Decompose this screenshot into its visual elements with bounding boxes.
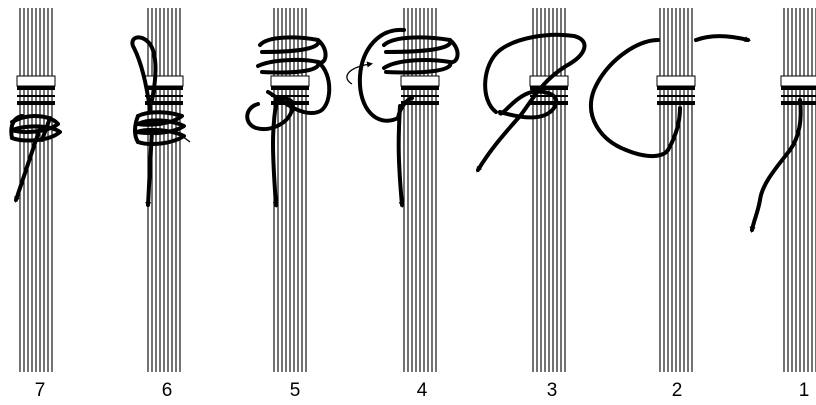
step-label-6: 6	[161, 380, 173, 401]
rope-collar	[16, 75, 56, 87]
cord-step-2	[588, 34, 751, 158]
cord-step-7	[9, 114, 62, 203]
rope-bundle-step-2	[656, 8, 696, 372]
step-label-5: 5	[289, 380, 301, 401]
rope-bundle-step-7	[16, 8, 56, 372]
cord-step-4	[346, 27, 460, 208]
rope-bundle-step-1	[780, 8, 816, 372]
step-label-2: 2	[671, 380, 683, 401]
rope-collar	[780, 75, 816, 87]
rope-collar	[270, 75, 310, 87]
step-label-7: 7	[34, 380, 46, 401]
step-label-3: 3	[546, 380, 558, 401]
rope-collar	[144, 75, 184, 87]
cord-step-6	[130, 35, 191, 208]
rope-collar	[400, 75, 440, 87]
rope-bundle-step-5	[270, 8, 310, 372]
cord-step-3	[476, 32, 587, 173]
rope-bundle-step-6	[144, 8, 184, 372]
rope-bundle-step-4	[400, 8, 440, 372]
cord-step-1	[749, 98, 803, 233]
cord-step-5	[245, 35, 332, 208]
rope-collar	[656, 75, 696, 87]
rope-bundle-step-3	[529, 8, 569, 372]
step-label-4: 4	[416, 380, 428, 401]
step-label-1: 1	[798, 380, 810, 401]
